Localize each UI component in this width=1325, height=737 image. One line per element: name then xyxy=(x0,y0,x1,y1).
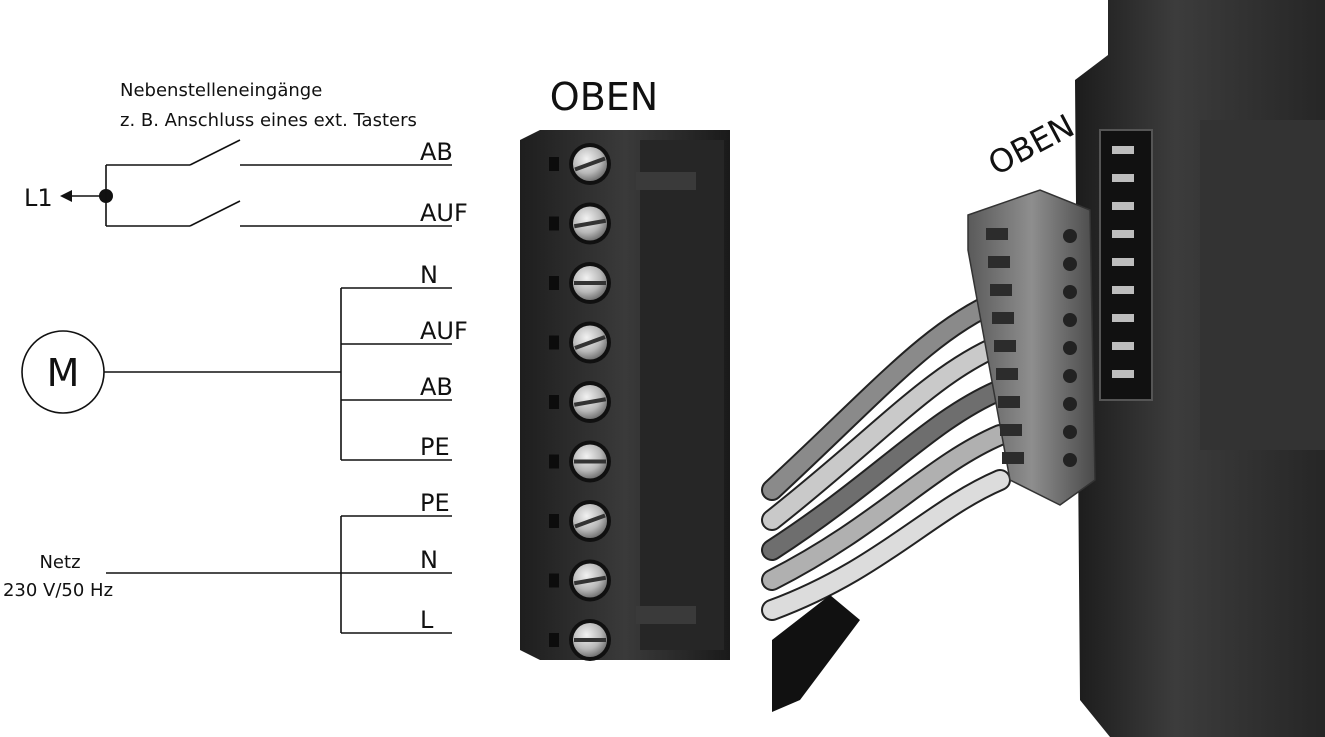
terminal-square-hole xyxy=(549,514,559,528)
cable-bundle xyxy=(761,289,1011,621)
wire xyxy=(763,336,1009,529)
terminal-block-top-label: OBEN xyxy=(550,75,658,119)
plug-slot xyxy=(996,368,1018,380)
plug-slot xyxy=(990,284,1012,296)
terminal-square-hole xyxy=(549,454,559,469)
terminal-screw-slot xyxy=(573,575,607,586)
terminal-screw-slot xyxy=(573,218,607,229)
socket-pin xyxy=(1112,146,1134,154)
schematic: Nebenstelleneingänge z. B. Anschluss ein… xyxy=(3,80,468,634)
plug-slot xyxy=(998,396,1020,408)
terminal-square-hole xyxy=(549,335,559,350)
socket-pin xyxy=(1112,174,1134,182)
terminal-screw-slot xyxy=(574,335,606,350)
terminal-square-hole xyxy=(549,216,559,231)
plug-screw-hole xyxy=(1063,341,1077,355)
terminal-label-ab-motor: AB xyxy=(420,373,453,401)
terminal-label-pe-motor: PE xyxy=(420,433,450,461)
wire xyxy=(763,471,1009,619)
device-photo: OBEN xyxy=(761,0,1325,737)
aux-inputs-subtitle: z. B. Anschluss eines ext. Tasters xyxy=(120,110,417,131)
mains-label: Netz xyxy=(39,552,80,573)
wire xyxy=(763,426,1009,589)
terminal-screws xyxy=(549,143,611,661)
device-side-panel xyxy=(1200,120,1325,450)
terminal-label-n: N xyxy=(420,261,438,289)
terminal-block-latch-bottom xyxy=(636,606,696,624)
terminal-square-hole xyxy=(549,573,559,588)
terminal-screw-slot xyxy=(574,513,606,529)
device-socket-pins xyxy=(1112,146,1134,378)
plug-slots xyxy=(986,228,1077,467)
mains-voltage: 230 V/50 Hz xyxy=(3,580,113,601)
plug-screw-hole xyxy=(1063,397,1077,411)
socket-pin xyxy=(1112,258,1134,266)
terminal-screw-slot xyxy=(573,397,607,407)
plug-slot xyxy=(994,340,1016,352)
plug-slot xyxy=(1002,452,1024,464)
terminal-screw-slot xyxy=(574,156,606,172)
l1-arrow-icon xyxy=(60,190,72,202)
plug-screw-hole xyxy=(1063,369,1077,383)
wire xyxy=(763,291,1009,499)
cable-sheath xyxy=(772,595,860,712)
plug-slot xyxy=(988,256,1010,268)
plug-slot xyxy=(986,228,1008,240)
terminal-square-hole xyxy=(549,276,559,290)
socket-pin xyxy=(1112,314,1134,322)
wire xyxy=(763,381,1009,559)
plug-screw-hole xyxy=(1063,257,1077,271)
terminal-block-latch-top xyxy=(636,172,696,190)
l1-label: L1 xyxy=(24,184,53,212)
terminal-label-auf-motor: AUF xyxy=(420,317,468,345)
terminal-block-back xyxy=(640,140,724,650)
plug-connector xyxy=(967,189,1096,506)
terminal-square-hole xyxy=(549,157,559,171)
terminal-label-auf: AUF xyxy=(420,199,468,227)
motor-label: M xyxy=(47,351,80,395)
plug-screw-hole xyxy=(1063,313,1077,327)
plug-screw-hole xyxy=(1063,453,1077,467)
terminal-label-pe-mains: PE xyxy=(420,489,450,517)
aux-inputs-title: Nebenstelleneingänge xyxy=(120,80,322,101)
terminal-label-ab: AB xyxy=(420,138,453,166)
socket-pin xyxy=(1112,286,1134,294)
plug-screw-hole xyxy=(1063,229,1077,243)
socket-pin xyxy=(1112,202,1134,210)
terminal-block: OBEN xyxy=(520,75,730,661)
switch-ab-contact xyxy=(189,139,241,166)
plug-screw-hole xyxy=(1063,425,1077,439)
plug-slot xyxy=(1000,424,1022,436)
terminal-square-hole xyxy=(549,633,559,647)
socket-pin xyxy=(1112,230,1134,238)
terminal-square-hole xyxy=(549,395,559,409)
socket-pin xyxy=(1112,342,1134,350)
terminal-label-n-mains: N xyxy=(420,546,438,574)
plug-slot xyxy=(992,312,1014,324)
terminal-label-l: L xyxy=(420,606,434,634)
switch-auf-contact xyxy=(189,200,241,227)
plug-screw-hole xyxy=(1063,285,1077,299)
socket-pin xyxy=(1112,370,1134,378)
